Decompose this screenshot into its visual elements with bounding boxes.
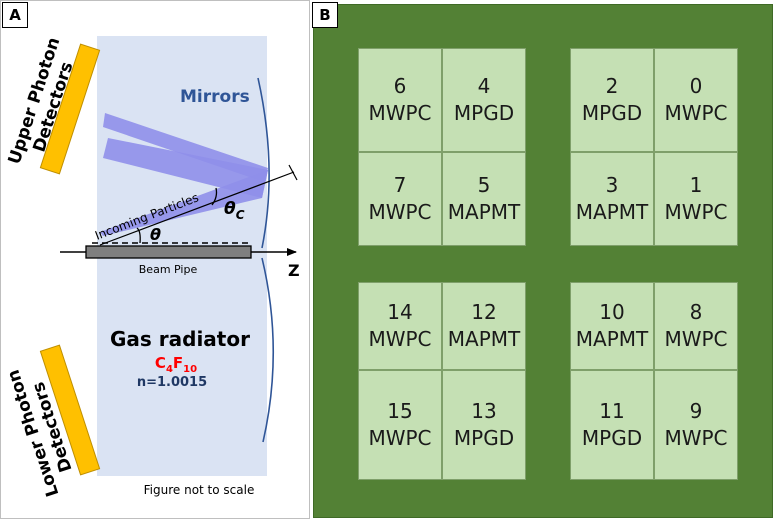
module-number: 9 <box>689 399 703 423</box>
module-type: MAPMT <box>447 200 521 224</box>
not-to-scale-note: Figure not to scale <box>144 483 255 497</box>
beam-pipe <box>85 245 252 259</box>
radiator-formula: C4F10 <box>155 354 197 375</box>
module-number: 2 <box>605 74 619 98</box>
theta-c-subscript: C <box>236 208 245 222</box>
module-number: 7 <box>393 173 407 197</box>
module-number: 3 <box>605 173 619 197</box>
rich-diagram: Upper Photon Detectors Lower Photon Dete… <box>0 0 310 519</box>
module-type: MPGD <box>453 101 515 125</box>
module-number: 0 <box>689 74 703 98</box>
z-axis-label: Z <box>288 261 300 280</box>
module-type: MPGD <box>453 426 515 450</box>
module-type: MWPC <box>368 200 432 224</box>
theta-arc <box>136 227 141 244</box>
mirrors-label: Mirrors <box>180 87 250 107</box>
panel-b-letter: B <box>312 2 338 28</box>
refractive-index-label: n=1.0015 <box>137 375 207 390</box>
lower-mirror <box>261 257 275 443</box>
module-number: 8 <box>689 300 703 324</box>
module-type: MAPMT <box>447 327 521 351</box>
track-end-tick <box>288 164 298 181</box>
module-number: 5 <box>477 173 491 197</box>
module-number: 4 <box>477 74 491 98</box>
lower-photon-detector <box>39 344 101 476</box>
panel-a: A Upper Photon Detectors Lower Photon De… <box>0 0 310 519</box>
upper-photon-detector <box>39 43 101 175</box>
module-type: MWPC <box>664 200 728 224</box>
formula-c-subscript: 4 <box>166 364 173 375</box>
module-number: 13 <box>471 399 497 423</box>
module-type: MWPC <box>664 327 728 351</box>
theta-c-label: θ <box>224 199 236 219</box>
module-type: MWPC <box>664 426 728 450</box>
module-type: MWPC <box>368 101 432 125</box>
module-type: MWPC <box>368 426 432 450</box>
formula-f-subscript: 10 <box>183 364 197 375</box>
beam-pipe-label: Beam Pipe <box>139 263 198 276</box>
module-number: 14 <box>387 300 413 324</box>
module-type: MAPMT <box>575 200 649 224</box>
module-number: 11 <box>599 399 625 423</box>
incoming-light-cone <box>100 170 268 236</box>
formula-c: C <box>155 354 166 372</box>
module-type: MWPC <box>664 101 728 125</box>
module-number: 6 <box>393 74 407 98</box>
module-type: MAPMT <box>575 327 649 351</box>
gas-radiator-label: Gas radiator <box>110 327 250 351</box>
particle-track <box>99 171 295 246</box>
theta-c-arc <box>211 187 218 206</box>
formula-f: F <box>173 354 183 372</box>
svg-text:θC: θC <box>224 199 245 222</box>
reflected-light-cone <box>103 138 268 198</box>
module-type: MPGD <box>581 101 643 125</box>
module-type: MPGD <box>581 426 643 450</box>
module-type: MWPC <box>368 327 432 351</box>
module-number: 10 <box>599 300 625 324</box>
panel-a-letter: A <box>2 2 28 28</box>
module-number: 15 <box>387 399 413 423</box>
module-number: 1 <box>689 173 703 197</box>
theta-label: θ <box>150 225 161 244</box>
upper-mirror <box>257 77 270 249</box>
module-number: 12 <box>471 300 497 324</box>
